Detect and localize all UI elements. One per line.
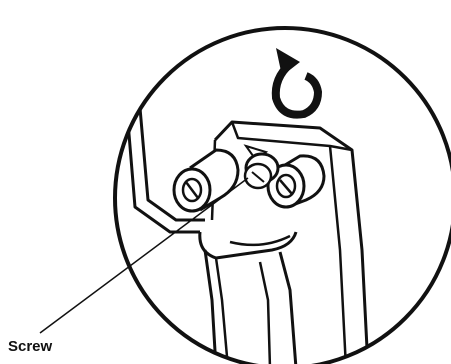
- screw-callout-label: Screw: [8, 338, 52, 356]
